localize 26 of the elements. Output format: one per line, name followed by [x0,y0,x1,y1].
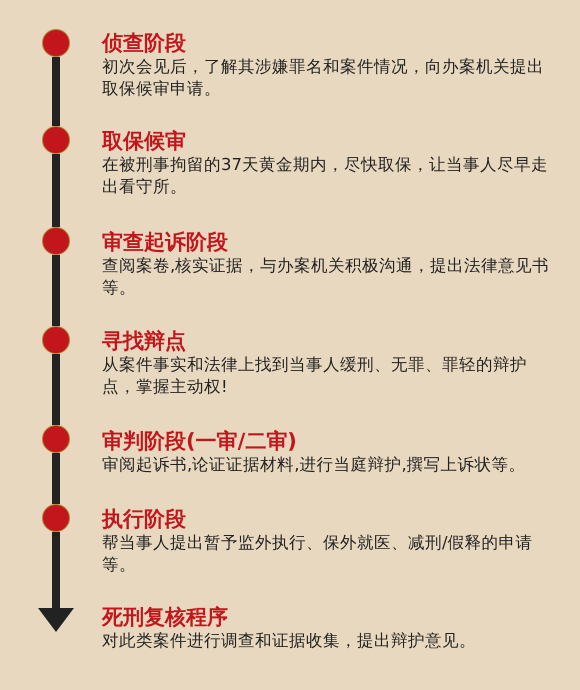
timeline-line [52,57,60,126]
timeline-line [52,154,60,227]
timeline-line [52,354,60,425]
step-heading: 执行阶段 [102,506,186,532]
step-description: 审阅起诉书,论证证据材料,进行当庭辩护,撰写上诉状等。 [102,454,527,476]
timeline-dot [42,227,70,255]
timeline-dot [42,326,70,354]
step-description: 在被刑事拘留的37天黄金期内，尽快取保，让当事人尽早走出看守所。 [102,154,549,198]
step-description: 对此类案件进行调查和证据收集，提出辩护意见。 [102,630,477,652]
timeline-arrow [38,532,74,632]
timeline-line [52,453,60,504]
step-description: 初次会见后，了解其涉嫌罪名和案件情况，向办案机关提出取保候审申请。 [102,56,545,100]
timeline-dot [42,126,70,154]
timeline-dot [42,29,70,57]
step-heading: 审判阶段(一审/二审) [102,428,297,454]
timeline-dot [42,425,70,453]
step-heading: 侦查阶段 [102,30,186,56]
step-heading: 寻找辩点 [102,328,186,354]
step-description: 帮当事人提出暂予监外执行、保外就医、减刑/假释的申请等。 [102,532,534,576]
step-heading: 审查起诉阶段 [102,229,228,255]
step-description: 从案件事实和法律上找到当事人缓刑、无罪、罪轻的辩护点，掌握主动权! [102,354,528,398]
step-description: 查阅案卷,核实证据，与办案机关积极沟通，提出法律意见书等。 [102,255,550,299]
step-heading: 取保候审 [102,128,186,154]
timeline-line [52,255,60,326]
step-heading: 死刑复核程序 [102,604,228,630]
timeline-dot [42,504,70,532]
